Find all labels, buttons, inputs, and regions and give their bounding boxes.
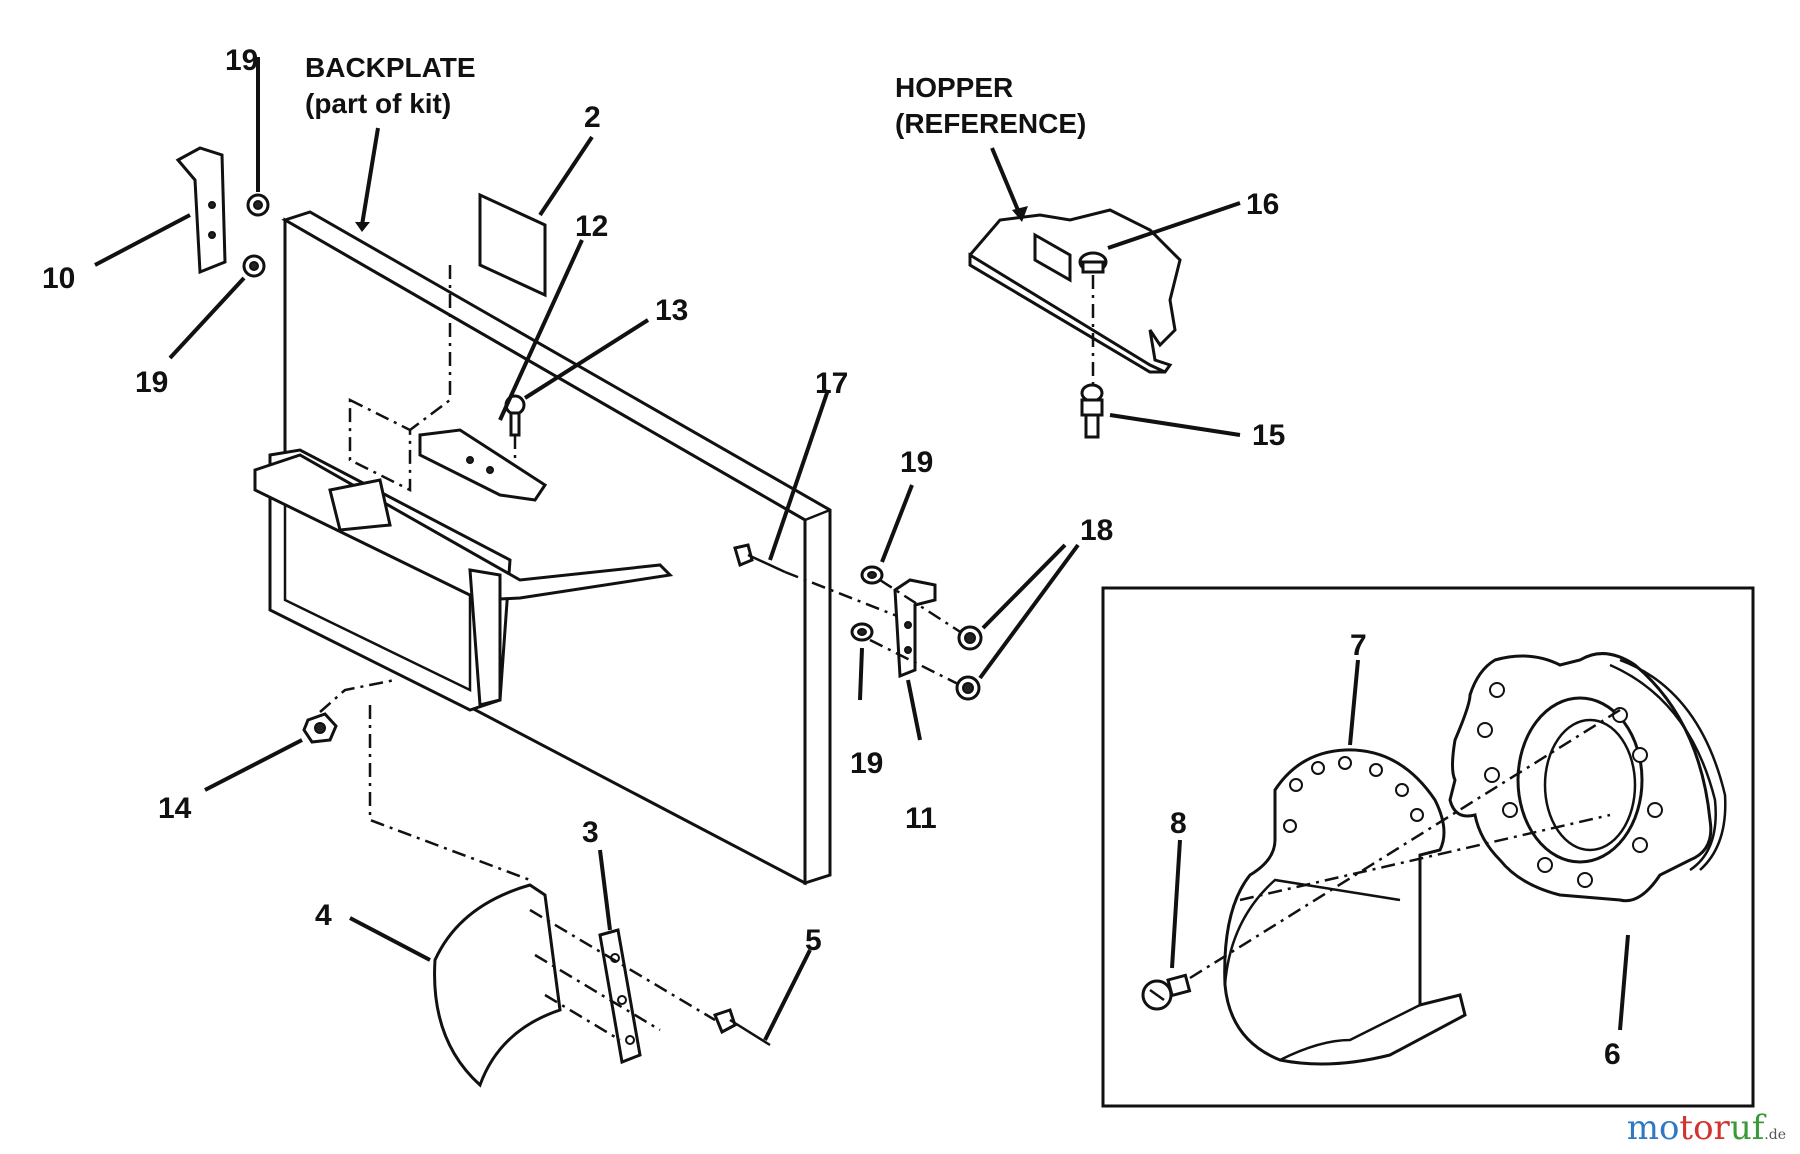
hinge-10 [175, 146, 227, 275]
washer-19-right-bottom [850, 622, 874, 642]
washer-19-left-top [246, 193, 270, 217]
callout-16: 16 [1246, 188, 1279, 221]
nut-14 [302, 712, 338, 744]
deflector-dash-2 [529, 908, 716, 1022]
callout-14: 14 [158, 792, 192, 825]
watermark-part-1: mo [1626, 1108, 1680, 1148]
washer-19-left-bottom [242, 254, 266, 278]
callout-8: 8 [1170, 807, 1187, 840]
cap-16 [1078, 251, 1108, 274]
nut-18-top [957, 625, 983, 651]
hinge-11 [893, 578, 937, 679]
callout-10: 10 [42, 262, 75, 295]
hinge-axis-1 [879, 578, 966, 637]
screw-8 [1141, 973, 1192, 1011]
decal [478, 192, 547, 298]
callout-19-top: 19 [225, 44, 258, 77]
watermark-logo: motoruf.de [1627, 1108, 1786, 1148]
flange-6 [1448, 652, 1727, 903]
callout-5: 5 [805, 924, 822, 957]
inset-axis-2 [1239, 813, 1611, 902]
deflector-dash-4 [544, 993, 621, 1042]
callout-6: 6 [1604, 1038, 1621, 1071]
frame-assembly [253, 448, 674, 712]
hopper [968, 208, 1182, 374]
watermark-suffix: .de [1764, 1127, 1786, 1143]
washer-19-right-top [860, 565, 884, 585]
bolt-17 [733, 543, 786, 574]
callout-2: 2 [584, 101, 601, 134]
callout-3: 3 [582, 816, 599, 849]
bolt-5 [713, 1008, 771, 1047]
deflector-4 [433, 883, 562, 1088]
backplate-caption-line1: BACKPLATE [305, 52, 476, 83]
nut-14-axis [319, 678, 396, 713]
watermark-part-2: tor [1679, 1108, 1730, 1148]
leader-lines [94, 57, 1630, 1041]
callout-18: 18 [1080, 514, 1113, 547]
decal-position-outline [348, 397, 412, 493]
callout-7: 7 [1350, 629, 1367, 662]
bracket-12 [418, 428, 548, 502]
inset-axis-1 [1189, 708, 1621, 980]
backplate-caption-line2: (part of kit) [305, 88, 451, 119]
callout-13: 13 [655, 294, 688, 327]
hinge-axis-2 [869, 638, 961, 687]
elbow-7 [1223, 748, 1467, 1066]
hopper-caption-line1: HOPPER [895, 72, 1013, 103]
inset-frame [1101, 586, 1755, 1108]
callout-19-right-top: 19 [900, 446, 933, 479]
callout-19-left: 19 [135, 366, 168, 399]
nut-18-bottom [955, 675, 981, 701]
strap-3 [598, 928, 642, 1065]
bracket-hole [486, 466, 494, 474]
watermark-part-3: uf [1729, 1108, 1765, 1148]
callout-19-right-bottom: 19 [850, 747, 883, 780]
deflector-dash-1 [368, 705, 531, 882]
callout-11: 11 [905, 802, 937, 835]
bracket-hole [466, 456, 474, 464]
hopper-caption-line2: (REFERENCE) [895, 108, 1086, 139]
bolt-15 [1080, 383, 1104, 439]
callout-15: 15 [1252, 419, 1285, 452]
callout-12: 12 [575, 210, 608, 243]
callout-17: 17 [815, 367, 848, 400]
deflector-dash-3 [534, 953, 661, 1032]
callout-4: 4 [315, 899, 332, 932]
